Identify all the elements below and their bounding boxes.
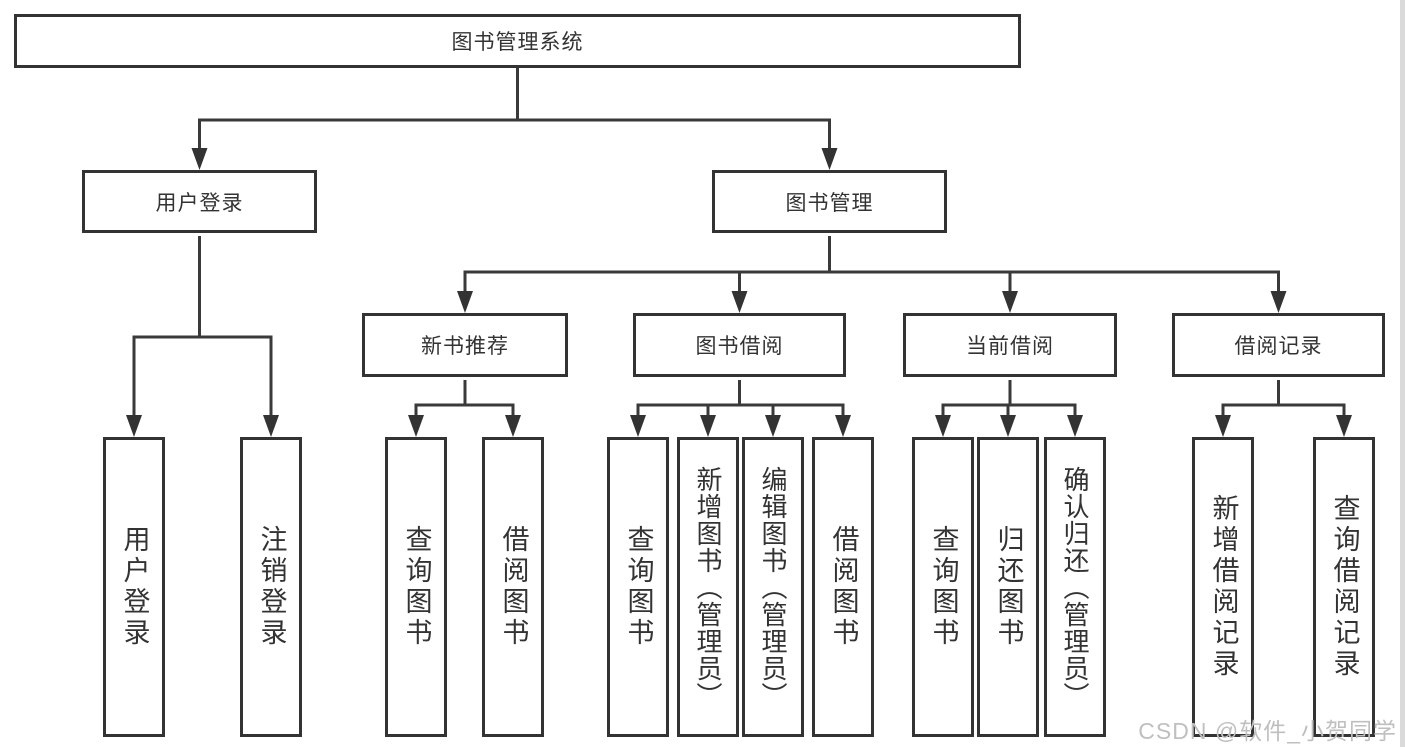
leaf-label: 新增图书（管理员） <box>693 465 723 709</box>
leaf-label: 借阅图书 <box>828 525 859 649</box>
leaf-add-book-admin: 新增图书（管理员） <box>677 437 739 737</box>
leaf-query-books-3: 查询图书 <box>912 437 974 737</box>
node-book-borrowing: 图书借阅 <box>633 313 846 377</box>
leaf-label: 归还图书 <box>993 525 1024 649</box>
leaf-borrow-books-1: 借阅图书 <box>482 437 544 737</box>
leaf-edit-book-admin: 编辑图书（管理员） <box>742 437 804 737</box>
leaf-query-books-1: 查询图书 <box>385 437 447 737</box>
leaf-query-borrow-record: 查询借阅记录 <box>1313 437 1375 737</box>
leaf-borrow-books-2: 借阅图书 <box>812 437 874 737</box>
leaf-label: 新增借阅记录 <box>1208 494 1239 680</box>
leaf-return-books: 归还图书 <box>977 437 1039 737</box>
leaf-label: 编辑图书（管理员） <box>758 465 788 709</box>
node-borrowing-records: 借阅记录 <box>1172 313 1385 377</box>
leaf-label: 确认归还（管理员） <box>1060 465 1090 709</box>
leaf-confirm-return-admin: 确认归还（管理员） <box>1044 437 1106 737</box>
leaf-add-borrow-record: 新增借阅记录 <box>1192 437 1254 737</box>
leaf-label: 查询借阅记录 <box>1329 494 1360 680</box>
leaf-logout: 注销登录 <box>240 437 302 737</box>
node-user-login: 用户登录 <box>82 170 317 233</box>
node-root: 图书管理系统 <box>14 14 1021 68</box>
leaf-label: 用户登录 <box>119 525 150 649</box>
leaf-label: 查询图书 <box>623 525 654 649</box>
leaf-query-books-2: 查询图书 <box>607 437 669 737</box>
node-book-management: 图书管理 <box>712 170 947 233</box>
leaf-label: 查询图书 <box>928 525 959 649</box>
leaf-label: 注销登录 <box>256 525 287 649</box>
image-edge-strip <box>1400 0 1405 747</box>
leaf-label: 查询图书 <box>401 525 432 649</box>
node-new-book-recommend: 新书推荐 <box>362 313 568 377</box>
leaf-label: 借阅图书 <box>498 525 529 649</box>
node-current-borrowing: 当前借阅 <box>903 313 1117 377</box>
watermark: CSDN @软件_小贺同学 <box>1138 718 1397 744</box>
leaf-user-login: 用户登录 <box>103 437 165 737</box>
